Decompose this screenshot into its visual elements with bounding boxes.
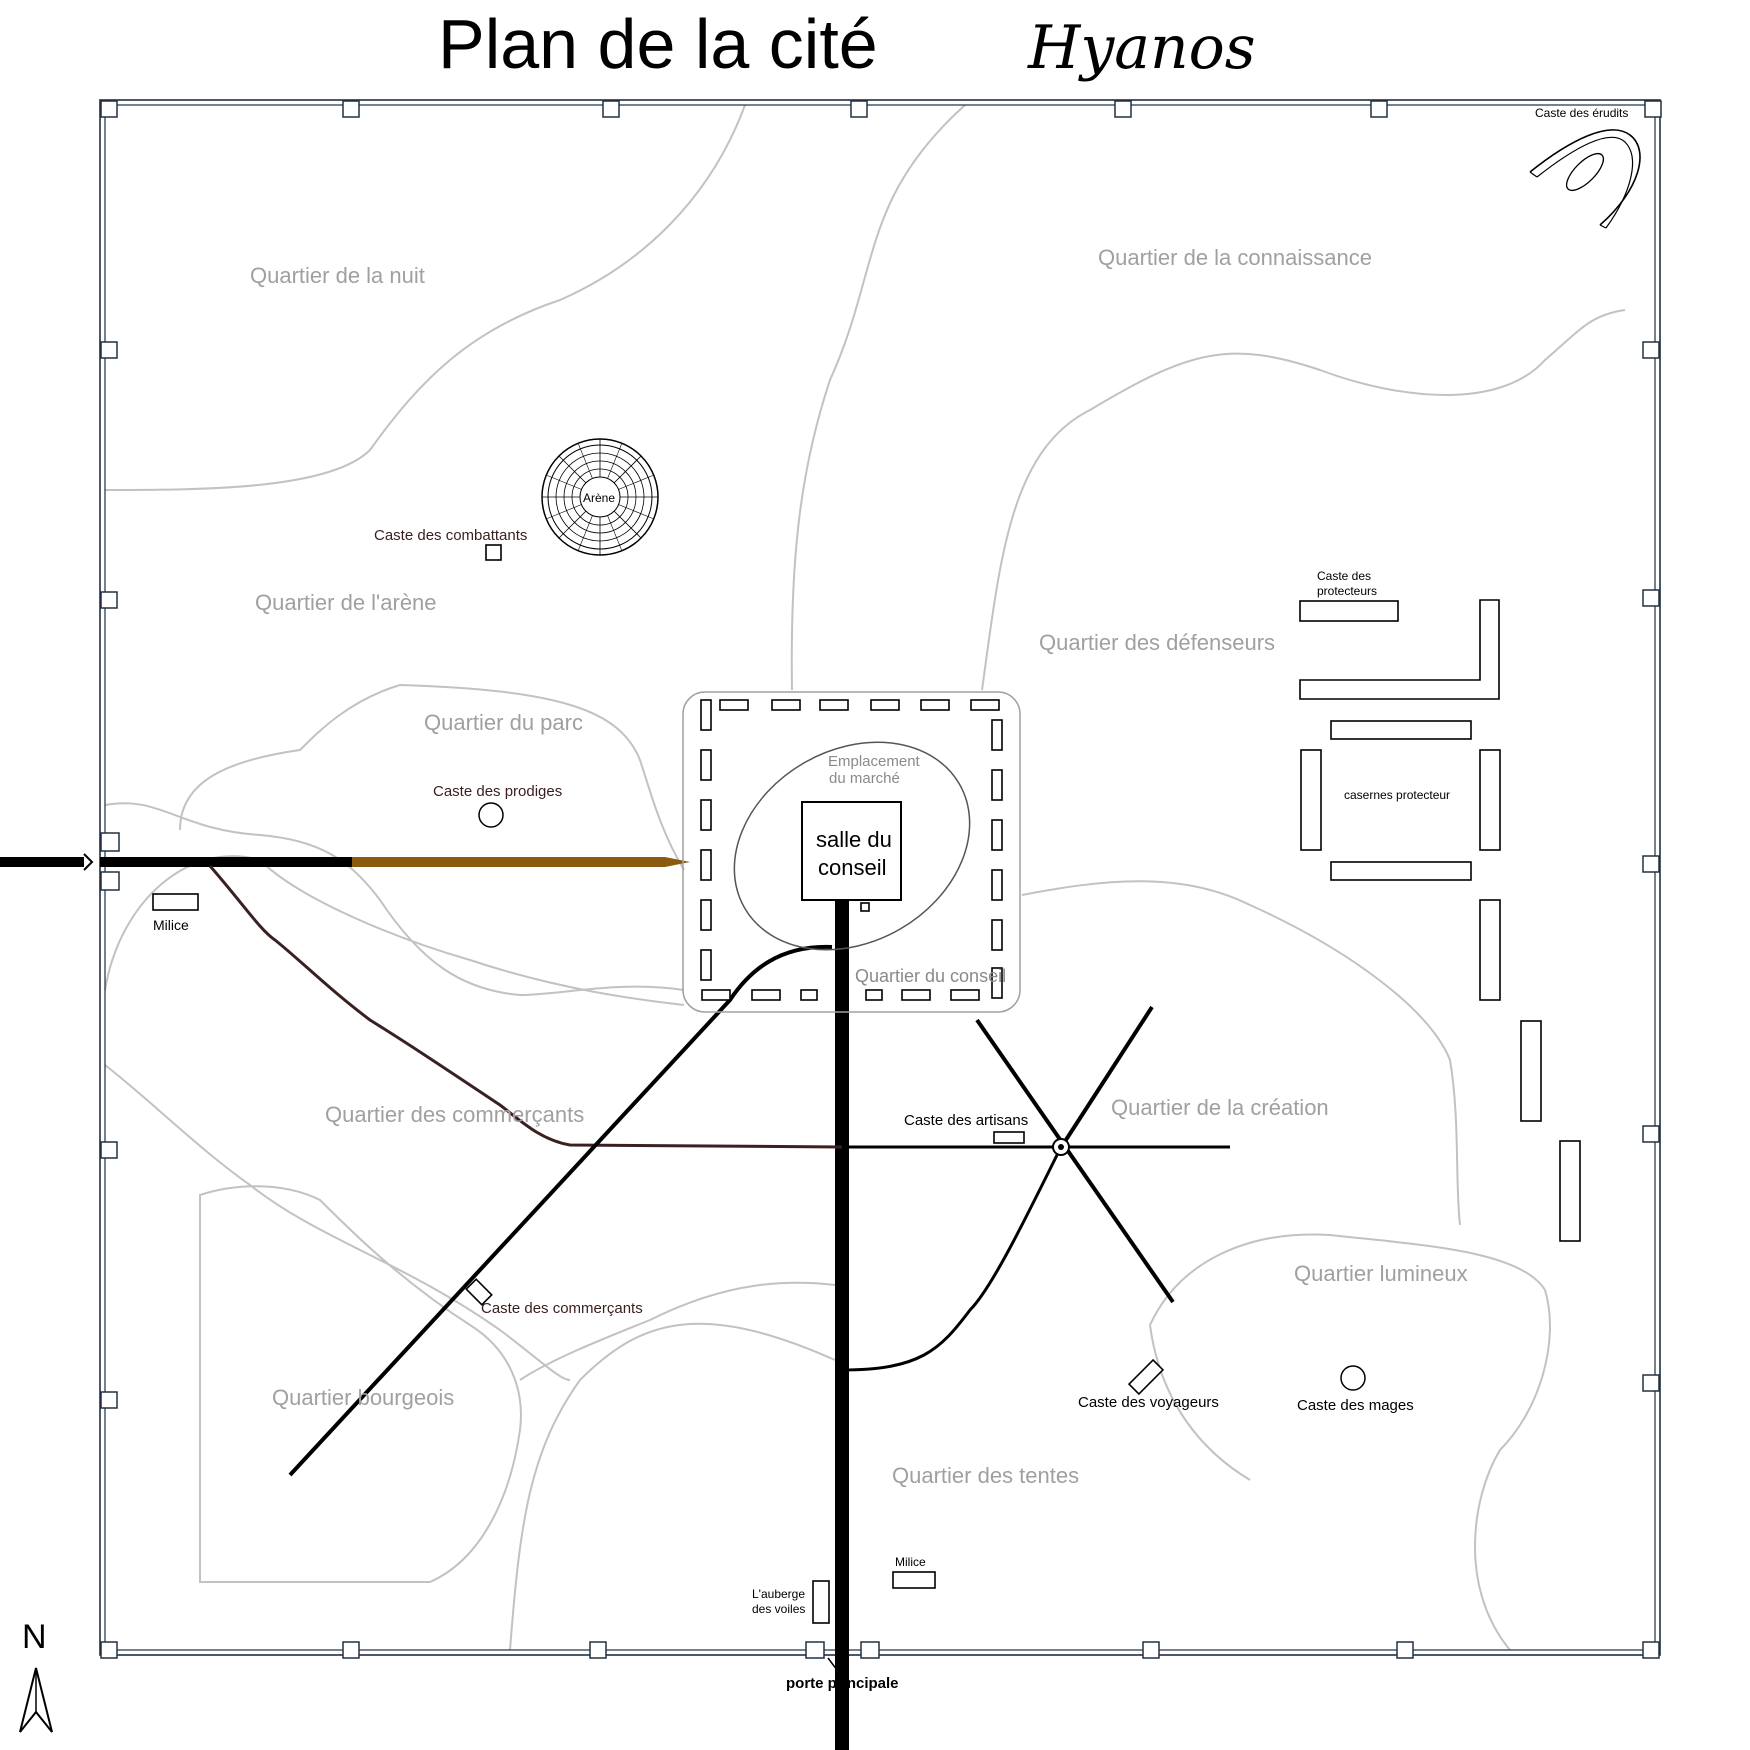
district-boundaries: [104, 104, 1626, 1651]
label-marche-2: du marché: [829, 770, 900, 787]
label-auberge-2: des voiles: [752, 1602, 805, 1616]
north-arrow: N: [19, 1618, 53, 1733]
place-labels: Caste des érudits Arène Caste des combat…: [153, 106, 1628, 1692]
label-casernes: casernes protecteur: [1344, 788, 1450, 802]
label-arene: Arène: [583, 491, 615, 505]
label-prodiges: Caste des prodiges: [433, 783, 562, 800]
district-defenseurs: Quartier des défenseurs: [1039, 630, 1275, 655]
district-lumineux: Quartier lumineux: [1294, 1261, 1468, 1286]
market-place: [733, 741, 971, 951]
district-labels: Quartier de la nuit Quartier de la conna…: [250, 245, 1468, 1488]
commercants-building: [465, 1278, 493, 1306]
label-protecteurs-1: Caste des: [1317, 569, 1371, 583]
label-erudits: Caste des érudits: [1535, 106, 1628, 120]
protecteur-barracks: [1299, 599, 1581, 1242]
label-marche-1: Emplacement: [828, 753, 921, 770]
combattants-building: [485, 544, 502, 561]
erudits-building: [1529, 129, 1641, 229]
arena: [541, 438, 659, 556]
district-conseil: Quartier du conseil: [855, 966, 1006, 986]
label-milice-west: Milice: [153, 917, 189, 933]
council-hall: [801, 801, 902, 901]
auberge-building: [812, 1580, 830, 1624]
label-salle-2: conseil: [818, 855, 886, 880]
label-combattants: Caste des combattants: [374, 527, 527, 544]
district-nuit: Quartier de la nuit: [250, 263, 425, 288]
district-creation: Quartier de la création: [1111, 1095, 1329, 1120]
district-arene: Quartier de l'arène: [255, 590, 437, 615]
mages-building: [1340, 1365, 1366, 1391]
label-protecteurs-2: protecteurs: [1317, 584, 1377, 598]
label-porte-principale: porte principale: [786, 1675, 899, 1692]
small-buildings: [152, 544, 1366, 1624]
trail-west: [208, 865, 843, 1149]
label-mages: Caste des mages: [1297, 1397, 1414, 1414]
wall-towers: [100, 100, 1662, 1659]
district-bourgeois: Quartier bourgeois: [272, 1385, 454, 1410]
district-tentes: Quartier des tentes: [892, 1463, 1079, 1488]
label-commercants: Caste des commerçants: [481, 1300, 643, 1317]
district-connaissance: Quartier de la connaissance: [1098, 245, 1372, 270]
roads: [0, 853, 1230, 1750]
milice-south-building: [892, 1571, 936, 1589]
milice-west-building: [152, 893, 199, 911]
road-southwest: [288, 944, 833, 1477]
label-milice-south: Milice: [895, 1555, 926, 1569]
label-voyageurs: Caste des voyageurs: [1078, 1394, 1219, 1411]
golden-road: [352, 857, 690, 867]
north-label: N: [22, 1618, 47, 1656]
prodiges-building: [478, 802, 504, 828]
label-salle-1: salle du: [816, 827, 892, 852]
city-wall: [99, 99, 1662, 1659]
artisans-building: [993, 1131, 1025, 1144]
council-stalls: [700, 699, 1003, 1001]
council-district: [682, 691, 1021, 1013]
map-title-script: Hyanos: [1027, 13, 1256, 83]
voyageurs-building: [1127, 1358, 1165, 1396]
label-auberge-1: L'auberge: [752, 1587, 805, 1601]
map-title: Plan de la cité: [438, 5, 878, 83]
label-artisans: Caste des artisans: [904, 1112, 1028, 1129]
district-commercants: Quartier des commerçants: [325, 1102, 584, 1127]
district-parc: Quartier du parc: [424, 710, 583, 735]
